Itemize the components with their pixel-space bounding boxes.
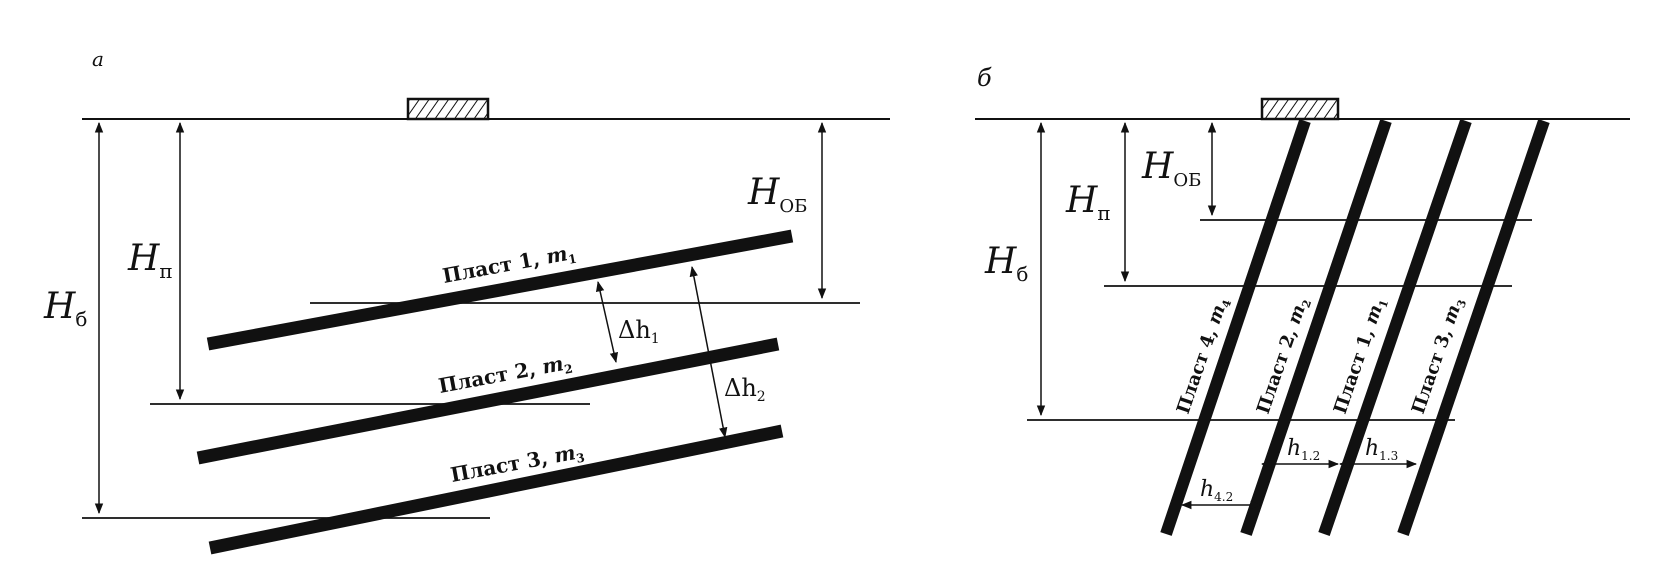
label-h12: h1.2 — [1287, 436, 1320, 463]
label-h42: h4.2 — [1200, 477, 1233, 504]
label-hp: Hп — [1065, 180, 1111, 225]
label-h6: Hб — [984, 241, 1028, 286]
panel-a-label: а — [92, 47, 104, 71]
seam-3 — [1397, 119, 1550, 536]
dim-arrow-dh2 — [689, 265, 728, 439]
panel-b: б Hб Hп HОБ Пласт 4, m4 Пласт 2, m2 Плас… — [975, 64, 1630, 536]
label-h13: h1.3 — [1365, 436, 1398, 463]
seam-4 — [1160, 119, 1311, 536]
label-hob: HОБ — [1141, 146, 1201, 191]
dim-arrow-dh1 — [595, 280, 619, 364]
panel-b-label: б — [977, 64, 992, 92]
label-dh2: Δh2 — [724, 374, 766, 405]
label-h6: Hб — [43, 286, 87, 331]
seam-3 — [208, 424, 784, 555]
label-hp: Hп — [127, 238, 173, 283]
label-hob: HОБ — [747, 172, 807, 217]
surface-structure — [1260, 97, 1340, 121]
surface-structure — [406, 97, 490, 121]
label-dh1: Δh1 — [618, 316, 660, 347]
panel-a: а Hб Hп HОБ Пласт 1, m1 Пласт 2, m2 Плас… — [43, 47, 890, 555]
seam-1 — [206, 229, 794, 351]
seam-2 — [196, 337, 780, 465]
